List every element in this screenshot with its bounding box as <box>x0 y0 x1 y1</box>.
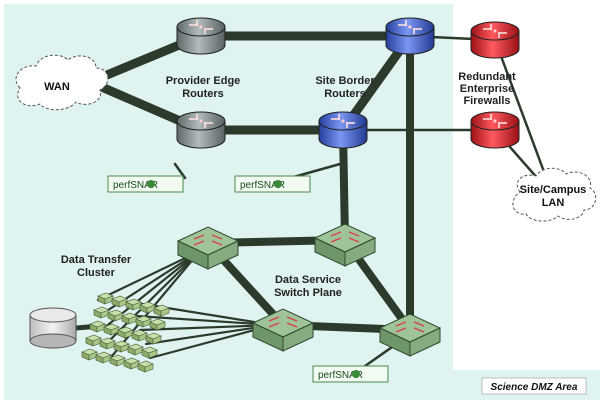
server-icon <box>103 323 120 336</box>
server-icon <box>123 357 140 370</box>
server-icon <box>137 360 154 373</box>
server-icon <box>125 298 142 311</box>
server-icon <box>149 318 166 331</box>
firewalls-label: Redundant Enterprise Firewalls <box>458 71 516 107</box>
dmz-switch-1 <box>176 226 240 270</box>
site-border-label: Site Border Routers <box>315 75 375 100</box>
provider-edge-router-2 <box>176 111 226 149</box>
firewalls-label-line2: Enterprise <box>460 83 514 95</box>
perfsonar-box-3: perfSNAR <box>312 365 389 383</box>
perfsonar-prefix: perfS <box>240 180 264 191</box>
site-border-label-line1: Site Border <box>315 75 375 87</box>
dmz-area-label-box: Science DMZ Area <box>481 377 587 395</box>
firewalls-label-line1: Redundant <box>458 71 516 83</box>
site-border-label-line2: Routers <box>324 88 366 100</box>
data-transfer-servers <box>81 292 170 373</box>
dmz-switch-4 <box>378 313 442 357</box>
router-icon <box>385 17 435 55</box>
server-icon <box>145 332 162 345</box>
switch-plane-label-line1: Data Service <box>275 274 341 286</box>
server-icon <box>93 306 110 319</box>
dmz-area-label: Science DMZ Area <box>491 382 578 393</box>
storage-icon <box>29 307 77 349</box>
perfsonar-dot-icon <box>352 370 360 378</box>
switch-plane-label-line2: Switch Plane <box>274 287 342 299</box>
server-icon <box>89 320 106 333</box>
data-transfer-label-line2: Cluster <box>77 267 116 279</box>
switch-icon <box>378 313 442 357</box>
cloud-icon <box>15 54 109 111</box>
wan-cloud: WAN <box>15 54 109 111</box>
perfsonar-prefix: perfS <box>113 180 137 191</box>
enterprise-firewall-2 <box>470 111 520 149</box>
router-icon <box>318 111 368 149</box>
server-icon <box>81 348 98 361</box>
perfsonar-link-3 <box>363 343 397 368</box>
data-transfer-label: Data Transfer Cluster <box>61 254 132 279</box>
perfsonar-box-2: perfSNAR <box>234 175 311 193</box>
server-icon <box>135 315 152 328</box>
provider-edge-label: Provider Edge Routers <box>166 75 241 100</box>
router-icon <box>176 17 226 55</box>
switch-icon <box>251 308 315 352</box>
router-icon <box>470 21 520 59</box>
site-border-router-2 <box>318 111 368 149</box>
router-icon <box>470 111 520 149</box>
server-link-a4 <box>110 249 202 358</box>
server-icon <box>127 343 144 356</box>
enterprise-firewall-1 <box>470 21 520 59</box>
provider-edge-router-1 <box>176 17 226 55</box>
server-icon <box>97 292 114 305</box>
server-icon <box>95 351 112 364</box>
server-icon <box>113 340 130 353</box>
server-link-b1 <box>134 314 275 327</box>
server-icon <box>153 304 170 317</box>
switch-icon <box>313 223 377 267</box>
site-lan-label-line2: LAN <box>542 197 565 209</box>
server-icon <box>121 312 138 325</box>
firewalls-label-line3: Firewalls <box>463 95 510 107</box>
server-icon <box>117 326 134 339</box>
perfsonar-dot-icon <box>147 180 155 188</box>
dmz-switch-2 <box>313 223 377 267</box>
site-lan-label-line1: Site/Campus <box>520 184 587 196</box>
provider-edge-label-line2: Routers <box>182 88 224 100</box>
switch-plane-label: Data Service Switch Plane <box>274 274 342 299</box>
server-link-a0 <box>96 249 202 302</box>
dmz-switch-3 <box>251 308 315 352</box>
server-icon <box>141 346 158 359</box>
switch-icon <box>176 226 240 270</box>
site-border-router-1 <box>385 17 435 55</box>
network-devices <box>176 17 520 357</box>
perfsonar-box-1: perfSNAR <box>107 175 184 193</box>
provider-edge-label-line1: Provider Edge <box>166 75 241 87</box>
cloud-icon <box>512 167 597 222</box>
data-transfer-label-line1: Data Transfer <box>61 254 132 266</box>
wan-label: WAN <box>44 81 70 93</box>
router-icon <box>176 111 226 149</box>
server-link-a3 <box>106 249 202 344</box>
server-icon <box>99 337 116 350</box>
site-lan-cloud: Site/Campus LAN <box>512 167 597 222</box>
perfsonar-dot-icon <box>274 180 282 188</box>
server-icon <box>85 334 102 347</box>
server-link-b2 <box>138 323 275 332</box>
data-transfer-storage <box>29 307 77 349</box>
perfsonar-prefix: perfS <box>318 370 342 381</box>
server-link-b3 <box>144 323 275 346</box>
